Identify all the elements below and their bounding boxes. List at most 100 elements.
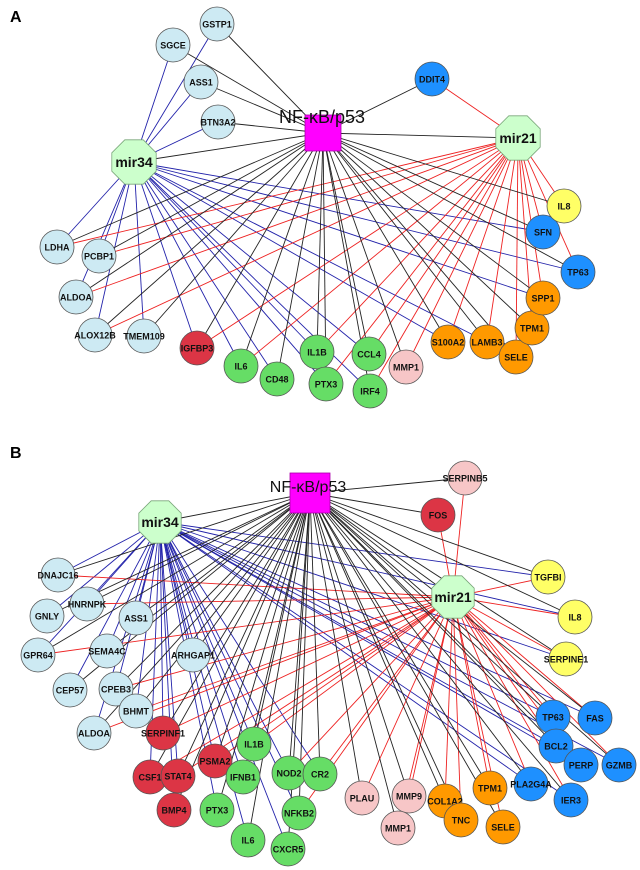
edge-mir21-irf4 — [369, 137, 519, 392]
edge-hub-nfkb2 — [298, 492, 311, 814]
edge-hub-arhgap1 — [192, 492, 311, 656]
gene-node-circle — [388, 349, 424, 385]
gene-node-circle — [236, 726, 272, 762]
mirna-node-mir34: mir34 — [138, 500, 182, 544]
gene-label: SERPINE1 — [544, 655, 589, 665]
edge-mir21-pla2g4a — [452, 596, 532, 785]
gene-label: SERPINF1 — [141, 729, 185, 739]
edge-hub-il1b — [316, 132, 324, 353]
gene-label: FAS — [586, 714, 604, 724]
gene-node-serpinf1: SERPINF1 — [141, 715, 185, 751]
edge-mir21-aldoa — [75, 137, 519, 298]
gene-node-ifnb1: IFNB1 — [225, 759, 261, 795]
edge-mir21-mmp9 — [408, 596, 454, 797]
gene-label: PLAU — [350, 794, 375, 804]
gene-node-circle — [126, 318, 162, 354]
edge-hub-dnajc16 — [57, 492, 311, 576]
edge-mir34-cxcr5 — [159, 521, 289, 850]
edge-mir21-lamb3 — [486, 137, 519, 343]
edge-mir21-csf1 — [149, 596, 454, 778]
edge-mir34-gnly — [46, 521, 161, 617]
mirna-node-mir21: mir21 — [431, 575, 475, 619]
gene-node-aldoa: ALDOA — [58, 279, 94, 315]
gene-node-nod2: NOD2 — [271, 755, 307, 791]
gene-node-perp: PERP — [563, 747, 599, 783]
mirna-label: mir34 — [115, 154, 153, 170]
gene-node-il1b: IL1B — [236, 726, 272, 762]
edge-hub-tp63 — [322, 132, 579, 273]
gene-node-circle — [69, 586, 105, 622]
panel-label-a: A — [10, 9, 22, 26]
gene-node-il8: IL8 — [557, 599, 593, 635]
gene-label: TMEM109 — [123, 332, 165, 342]
edge-hub-sele — [322, 132, 517, 358]
gene-label: TP63 — [567, 268, 589, 278]
gene-node-cxcr5: CXCR5 — [270, 831, 306, 867]
edge-hub-mmp1 — [322, 132, 407, 368]
gene-node-circle — [546, 188, 582, 224]
edge-hub-il6 — [247, 492, 311, 841]
gene-node-nfkb2: NFKB2 — [281, 795, 317, 831]
mirna-octagon — [111, 139, 157, 185]
gene-node-circle — [414, 61, 450, 97]
gene-node-cr2: CR2 — [302, 756, 338, 792]
edge-hub-il8 — [309, 492, 576, 618]
gene-label: CPEB3 — [101, 685, 131, 695]
gene-node-circle — [200, 104, 236, 140]
gene-node-circle — [380, 810, 416, 846]
gene-node-ccl4: CCL4 — [351, 336, 387, 372]
gene-node-tmem109: TMEM109 — [123, 318, 165, 354]
gene-label: SERPINB5 — [442, 474, 487, 484]
edge-mir34-il6 — [133, 161, 242, 367]
gene-node-tgfbi: TGFBI — [530, 559, 566, 595]
gene-node-circle — [548, 641, 584, 677]
edge-hub-serpinf1 — [162, 492, 311, 734]
edge-mir21-il1b — [316, 137, 519, 353]
gene-node-cd48: CD48 — [259, 361, 295, 397]
edge-hub-col1a2 — [309, 492, 446, 802]
edge-hub-ptx3 — [216, 492, 311, 811]
gene-label: BCL2 — [544, 742, 568, 752]
gene-node-circle — [420, 497, 456, 533]
gene-node-csf1: CSF1 — [132, 759, 168, 795]
gene-node-circle — [469, 324, 505, 360]
gene-label: STAT4 — [164, 772, 191, 782]
gene-label: IL1B — [244, 740, 264, 750]
edge-hub-ccl4 — [322, 132, 370, 355]
hub-node-nfkb-p53: NF-κB/p53 — [270, 472, 346, 514]
edge-hub-il8 — [322, 132, 565, 207]
edge-hub-tmem109 — [143, 132, 324, 337]
edge-hub-mir21 — [322, 132, 519, 139]
gene-node-circle — [225, 759, 261, 795]
gene-node-sema4c: SEMA4C — [88, 633, 126, 669]
edge-hub-ier3 — [309, 492, 572, 801]
gene-node-circle — [351, 336, 387, 372]
gene-node-igfbp3: IGFBP3 — [179, 330, 215, 366]
gene-node-circle — [352, 373, 388, 409]
edge-hub-pla2g4a — [309, 492, 532, 785]
mirna-octagon — [138, 500, 182, 544]
edge-mir34-il8 — [159, 521, 576, 618]
gene-node-circle — [447, 460, 483, 496]
gene-node-gnly: GNLY — [29, 598, 65, 634]
gene-node-sele: SELE — [485, 809, 521, 845]
gene-node-circle — [302, 756, 338, 792]
edge-mir34-gpr64 — [37, 521, 161, 656]
gene-node-mmp1: MMP1 — [380, 810, 416, 846]
gene-label: SELE — [504, 353, 528, 363]
edge-mir21-cpeb3 — [115, 596, 454, 690]
edge-hub-serpine1 — [309, 492, 567, 660]
gene-node-il6: IL6 — [223, 348, 259, 384]
gene-node-circle — [270, 831, 306, 867]
edge-mir34-serpinf1 — [159, 521, 164, 734]
gene-node-hnrnpk: HNRNPK — [68, 586, 107, 622]
edge-hub-igfbp3 — [196, 132, 324, 349]
gene-node-circle — [76, 715, 112, 751]
gene-node-tpm1: TPM1 — [472, 770, 508, 806]
gene-label: GSTP1 — [202, 20, 232, 30]
gene-node-circle — [52, 672, 88, 708]
edge-mir34-cd48 — [133, 161, 278, 380]
edge-hub-sele — [309, 492, 504, 828]
gene-node-circle — [118, 693, 154, 729]
